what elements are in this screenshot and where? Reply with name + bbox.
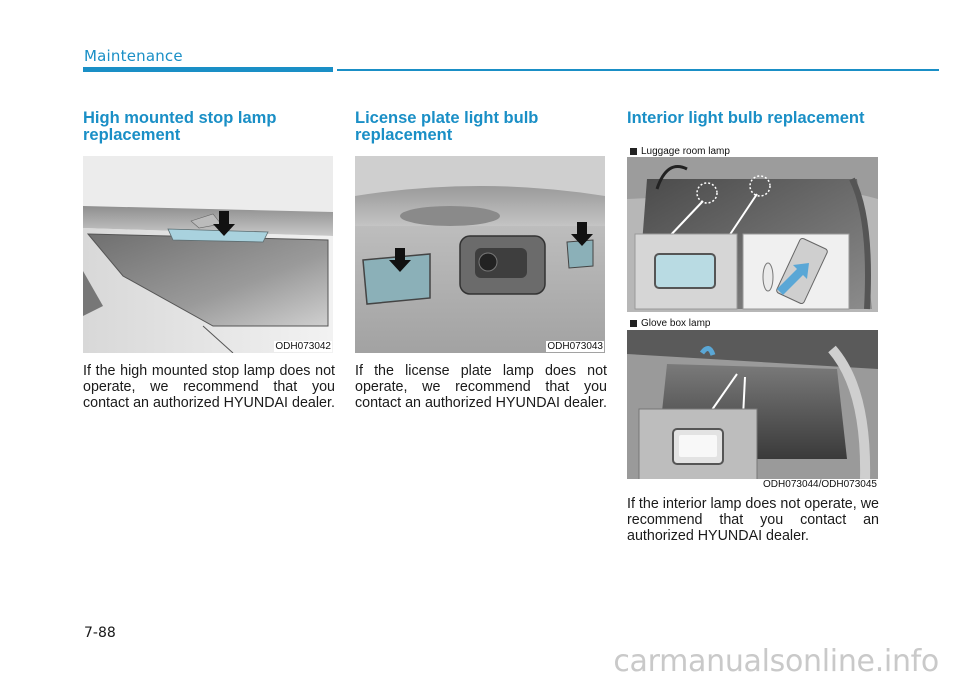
luggage-room-caption: Luggage room lamp bbox=[630, 146, 730, 157]
section-interior-light: Interior light bulb replacement bbox=[627, 110, 879, 544]
license-plate-illustration bbox=[355, 156, 605, 353]
section-body: If the high mounted stop lamp does not o… bbox=[83, 363, 335, 411]
license-plate-figure: ODH073043 bbox=[355, 156, 605, 353]
watermark: carmanualsonline.info bbox=[613, 644, 939, 679]
section-body: If the license plate lamp does not opera… bbox=[355, 363, 607, 411]
section-stop-lamp: High mounted stop lamp replacement bbox=[83, 110, 335, 411]
stop-lamp-illustration bbox=[83, 156, 333, 353]
header-rule-thick bbox=[83, 67, 333, 72]
section-title: Interior light bulb replacement bbox=[627, 109, 865, 127]
section-title: License plate light bulb replacement bbox=[355, 109, 539, 144]
section-header: Maintenance bbox=[84, 47, 183, 65]
section-title: High mounted stop lamp replacement bbox=[83, 109, 277, 144]
figure-code: ODH073043 bbox=[546, 341, 604, 352]
figure-code: ODH073042 bbox=[274, 341, 332, 352]
caption-label: Glove box lamp bbox=[641, 318, 711, 329]
figure-code: ODH073044/ODH073045 bbox=[763, 479, 877, 490]
page-number: 7-88 bbox=[84, 625, 116, 641]
stop-lamp-figure: ODH073042 bbox=[83, 156, 333, 353]
interior-light-illustration bbox=[627, 157, 878, 479]
caption-label: Luggage room lamp bbox=[641, 146, 730, 157]
bullet-square-icon bbox=[630, 148, 637, 155]
header-rule-thin bbox=[337, 69, 939, 71]
interior-light-figure: Luggage room lamp Glove box lamp ODH0730… bbox=[627, 139, 878, 491]
section-body: If the interior lamp does not operate, w… bbox=[627, 496, 879, 544]
section-license-plate-light: License plate light bulb replacement bbox=[355, 110, 607, 411]
glove-box-caption: Glove box lamp bbox=[630, 318, 710, 329]
bullet-square-icon bbox=[630, 320, 637, 327]
